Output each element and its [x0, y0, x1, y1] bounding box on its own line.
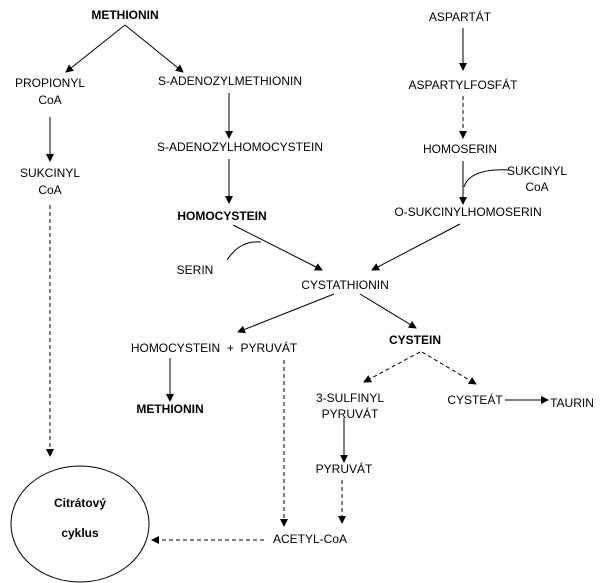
arrow-methionin-propionyl [65, 24, 126, 73]
arrow-homocystein-cystathionin [232, 224, 323, 271]
node-acetyl-coa: ACETYL-CoA [273, 532, 347, 546]
arrow-cystein-cysteat [421, 351, 477, 385]
node-sukcinyl-right: SUKCINYL [507, 164, 567, 178]
arrow-cystathionin-cystein [359, 293, 417, 329]
node-3-sulfinyl: 3-SULFINYL [316, 391, 384, 405]
node-o-sukcinylhomoserin: O-SUKCINYLHOMOSERIN [394, 205, 541, 219]
node-homoserin: HOMOSERIN [423, 142, 497, 156]
node-propionyl-coa: CoA [38, 93, 61, 107]
node-sukcinyl-coa: CoA [38, 183, 61, 197]
node-aspartylfosfat: ASPARTYLFOSFÁT [409, 77, 519, 92]
node-cystathionin: CYSTATHIONIN [301, 278, 389, 292]
node-s-adenozylmethionin: S-ADENOZYLMETHIONIN [158, 74, 302, 88]
node-cysteat: CYSTEÁT [447, 392, 503, 407]
node-pyruvat: PYRUVÁT [316, 461, 373, 476]
node-taurin: TAURIN [550, 396, 594, 410]
sukcinyl-coa-curve [463, 169, 511, 188]
node-aspartat: ASPARTÁT [429, 9, 492, 24]
citrate-cycle-label-2: cyklus [61, 526, 99, 540]
node-3-sulfinyl-pyruvat: PYRUVÁT [322, 406, 379, 421]
arrow-cystathionin-homocystein [237, 293, 335, 334]
node-s-adenozylhomocystein: S-ADENOZYLHOMOCYSTEIN [157, 140, 323, 154]
serin-curve [226, 241, 262, 261]
arrow-methionin-sam [124, 24, 184, 73]
citrate-cycle-circle [10, 465, 150, 583]
node-homocystein-pyruvat: HOMOCYSTEIN + PYRUVÁT [131, 340, 298, 355]
node-sukcinyl: SUKCINYL [20, 166, 80, 180]
node-sukcinyl-right-coa: CoA [525, 180, 548, 194]
node-serin: SERIN [177, 263, 214, 277]
arrow-osukcinyl-cystathionin [371, 223, 461, 271]
node-homocystein: HOMOCYSTEIN [177, 209, 266, 223]
node-methionin-bottom: METHIONIN [136, 402, 203, 416]
node-propionyl: PROPIONYL [15, 76, 85, 90]
citrate-cycle-label-1: Citrátový [54, 496, 106, 510]
node-methionin: METHIONIN [91, 8, 158, 22]
node-cystein: CYSTEIN [389, 333, 441, 347]
arrow-cystein-sulfinyl [363, 351, 421, 383]
